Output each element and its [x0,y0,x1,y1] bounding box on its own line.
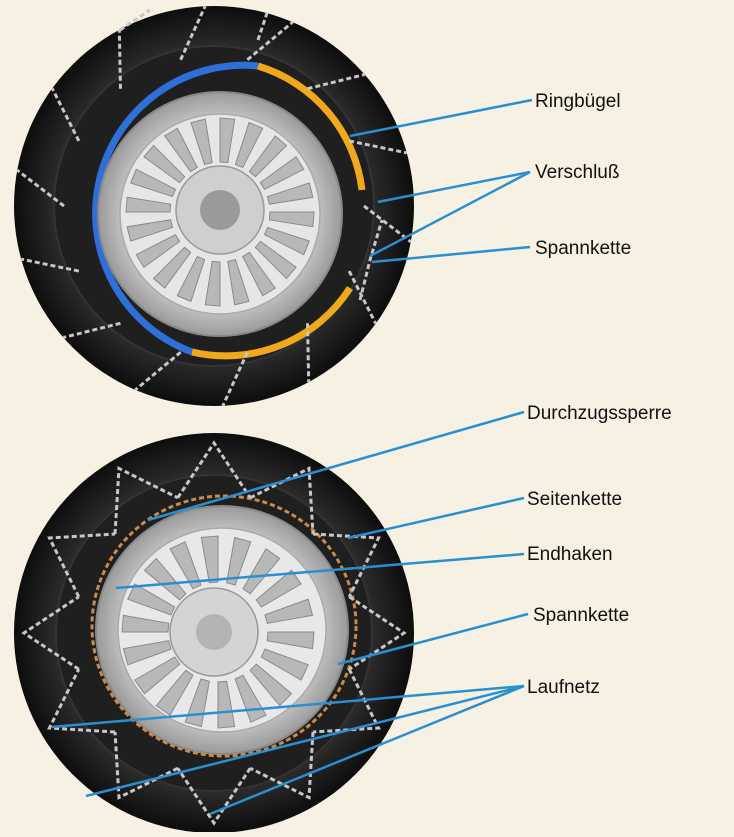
label-spannkette-top: Spannkette [535,239,631,258]
label-verschluss: Verschluß [535,163,619,182]
top-wheel [14,6,414,406]
label-endhaken: Endhaken [527,545,613,564]
bottom-wheel [14,433,414,832]
top-hub-center [200,190,240,230]
label-durchzugssperre: Durchzugssperre [527,404,672,423]
label-laufnetz: Laufnetz [527,678,600,697]
label-ringbugel: Ringbügel [535,92,621,111]
label-seitenkette: Seitenkette [527,490,622,509]
bottom-hub-center [196,614,232,650]
label-spannkette-bottom: Spannkette [533,606,629,625]
